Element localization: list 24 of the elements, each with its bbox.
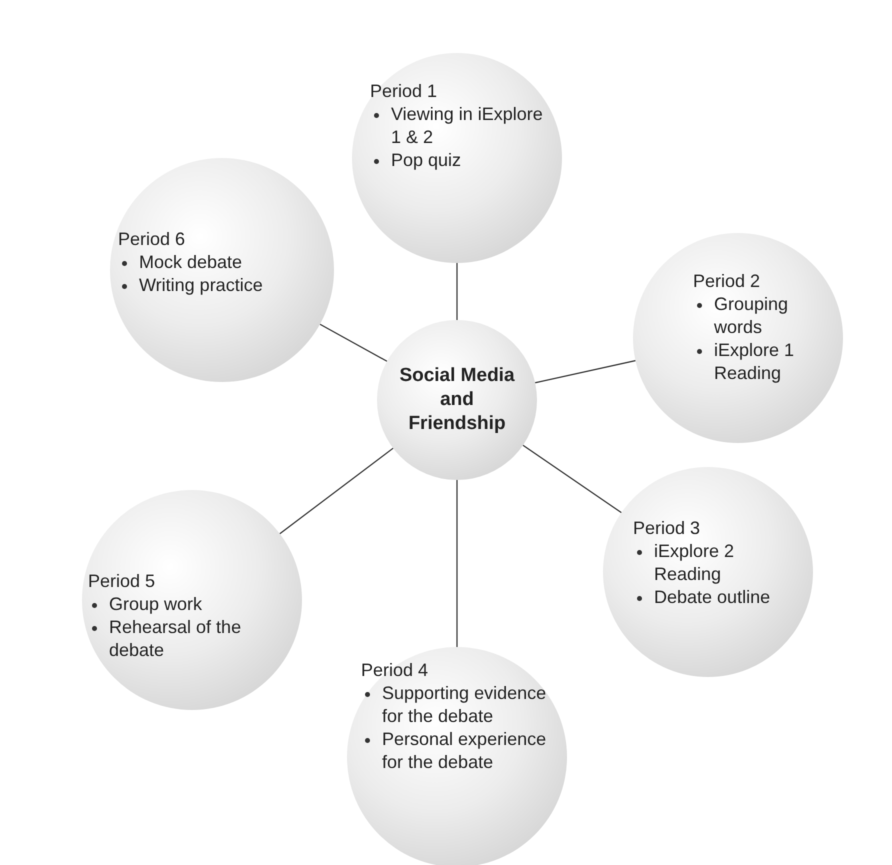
- bullet-text: Rehearsal of the debate: [109, 616, 242, 662]
- bullet-text: iExplore 1 Reading: [714, 339, 796, 385]
- bullet-text: Personal experience for the debate: [382, 728, 548, 774]
- connector-line: [522, 444, 622, 514]
- bullet-text: Pop quiz: [391, 149, 462, 172]
- bullet-text: Mock debate: [139, 251, 242, 274]
- connector-line: [456, 480, 458, 647]
- connector-line: [456, 263, 458, 320]
- connector-line: [534, 360, 636, 384]
- period-heading: Period 5: [88, 570, 156, 593]
- period-heading: Period 1: [370, 80, 438, 103]
- period-heading: Period 6: [118, 228, 186, 251]
- bullet-text: Writing practice: [139, 274, 263, 297]
- period-heading: Period 4: [361, 659, 430, 682]
- bullet-text: Supporting evidence for the debate: [382, 682, 548, 728]
- connector-line: [320, 324, 388, 362]
- bullet-text: iExplore 2 Reading: [654, 540, 736, 586]
- bullet-text: Debate outline: [654, 586, 770, 609]
- connector-line: [279, 448, 394, 534]
- bullet-text: Group work: [109, 593, 202, 616]
- period-heading: Period 3: [633, 517, 702, 540]
- period-heading: Period 2: [693, 270, 762, 293]
- bullet-text: Viewing in iExplore 1 & 2: [391, 103, 544, 149]
- topic-title: Social Media and Friendship: [398, 364, 516, 436]
